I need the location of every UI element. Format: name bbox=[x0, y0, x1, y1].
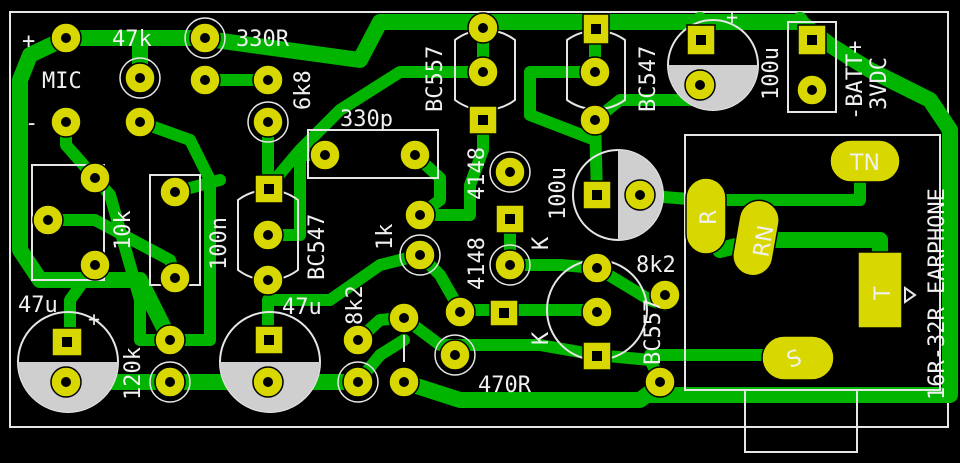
label-plus: + bbox=[22, 29, 35, 54]
label-10k: 10k bbox=[111, 210, 136, 250]
label-t: T bbox=[871, 286, 896, 301]
label-r: R bbox=[697, 210, 722, 225]
label-330p: 330p bbox=[340, 107, 393, 132]
label-4148-a: 4148 bbox=[465, 147, 490, 200]
round-pads bbox=[32, 12, 828, 403]
label-1k: 1k bbox=[373, 224, 398, 251]
label-47u-mid: 47u bbox=[282, 295, 322, 320]
label-rn: RN bbox=[749, 223, 779, 259]
label-8k2-mid: 8k2 bbox=[343, 285, 368, 325]
label-bc547-mid: BC547 bbox=[305, 214, 330, 280]
label-bc557-bot: BC557 bbox=[641, 299, 666, 365]
label-tn: TN bbox=[849, 151, 880, 176]
label-batt: -BATT+ bbox=[843, 41, 868, 120]
label-100u-mid: 100u bbox=[546, 167, 571, 220]
label-47u-left: 47u bbox=[18, 293, 58, 318]
label-bc557-top: BC557 bbox=[423, 46, 448, 112]
label-330r: 330R bbox=[236, 27, 290, 52]
label-8k2-right: 8k2 bbox=[636, 253, 676, 278]
label-mic: MIC bbox=[42, 69, 82, 94]
label-100u-top: 100u bbox=[759, 47, 784, 100]
label-plus-left: + bbox=[88, 307, 100, 331]
label-3vdc: 3VDC bbox=[867, 57, 892, 110]
label-4148-b: 4148 bbox=[465, 237, 490, 290]
label-6k8: 6k8 bbox=[291, 70, 316, 110]
pads bbox=[32, 12, 903, 403]
label-bc547-top: BC547 bbox=[636, 46, 661, 112]
jack-pads bbox=[685, 139, 903, 381]
label-minus: - bbox=[25, 111, 38, 136]
label-k-b: K bbox=[529, 331, 554, 345]
silkscreen-labels: + MIC - 47k 330R 6k8 330p BC557 BC547 10… bbox=[18, 5, 950, 400]
label-k-a: K bbox=[529, 236, 554, 250]
label-120k: 120k bbox=[121, 347, 146, 400]
square-pads bbox=[51, 13, 827, 371]
label-earphone: 16R-32R EARPHONE bbox=[925, 188, 950, 400]
label-47k: 47k bbox=[112, 27, 152, 52]
label-100n: 100n bbox=[207, 217, 232, 270]
label-470r: 470R bbox=[478, 373, 532, 398]
label-plus-top: + bbox=[726, 5, 738, 29]
